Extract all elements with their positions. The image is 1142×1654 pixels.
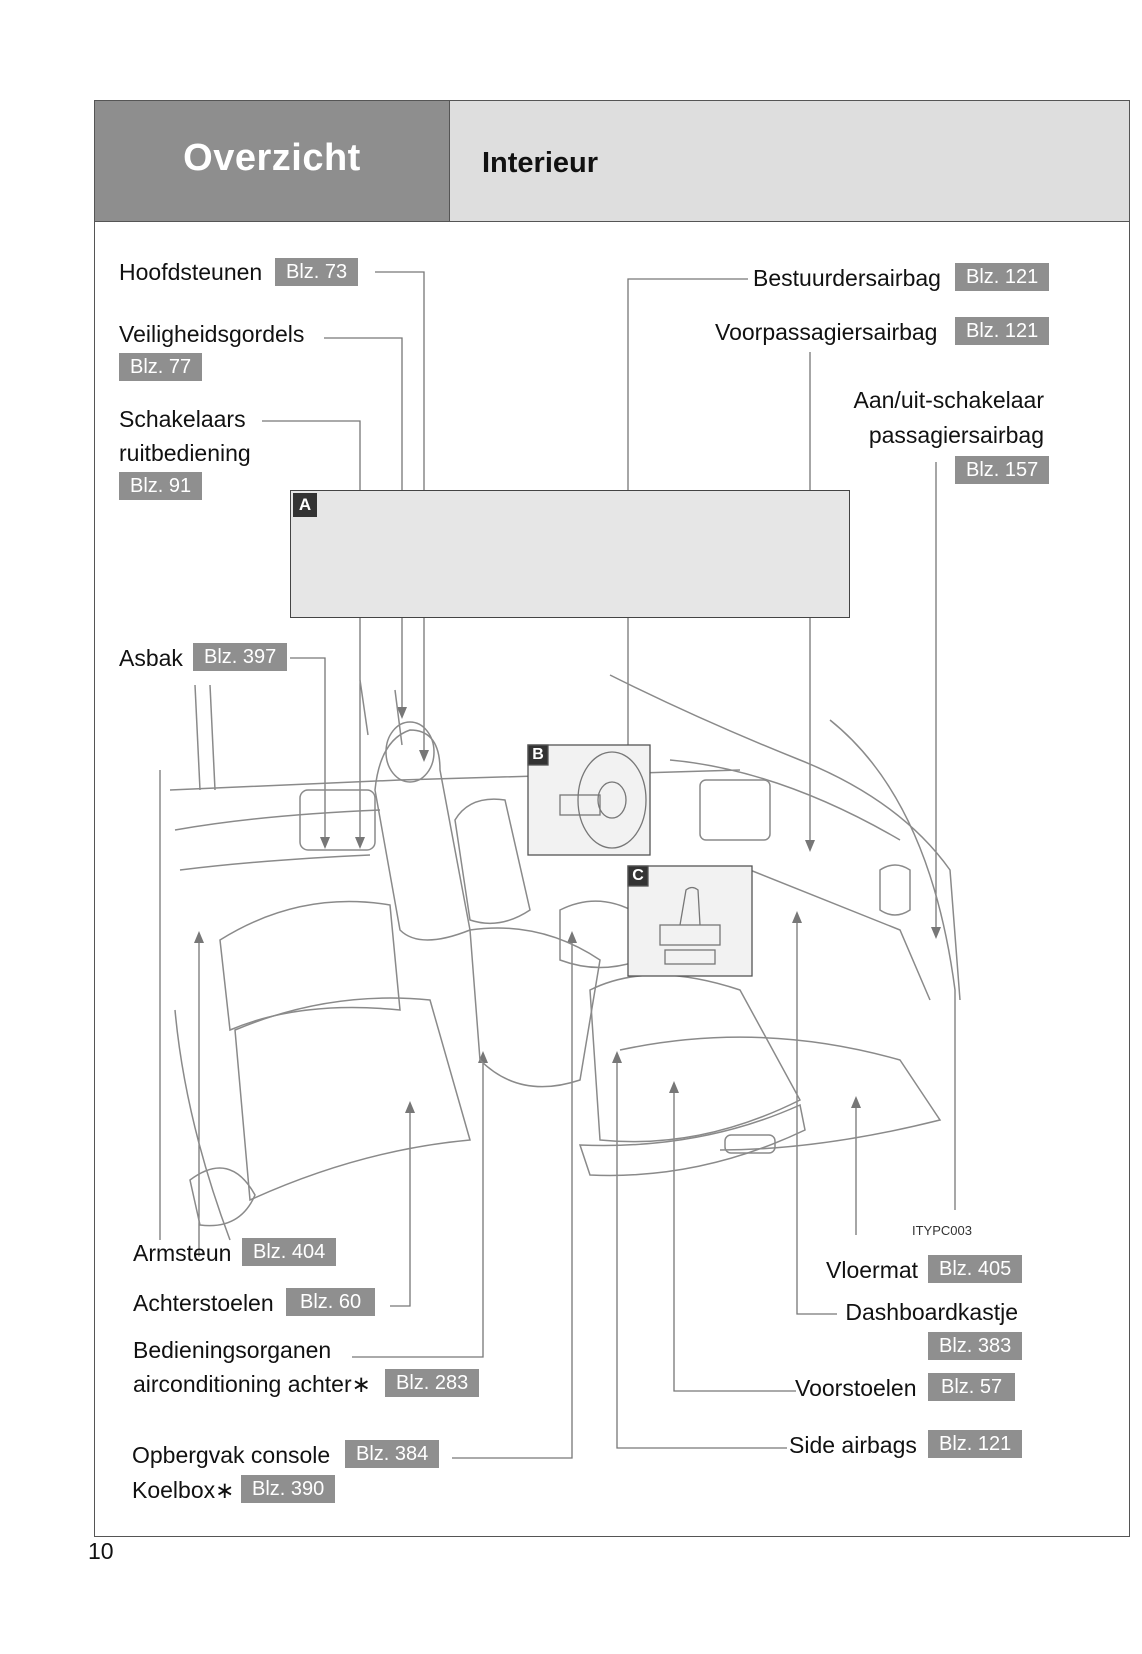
label-schakelaars-line1: Schakelaars <box>119 406 246 432</box>
page-ref-hoofdsteunen[interactable]: Blz. 73 <box>275 258 359 286</box>
detail-box-a: A <box>290 490 850 618</box>
page-ref-asbak[interactable]: Blz. 397 <box>193 643 288 671</box>
label-dashboardkastje: Dashboardkastje <box>845 1299 1018 1325</box>
page-ref-voorpassagiersairbag[interactable]: Blz. 121 <box>955 317 1050 345</box>
page-ref-veiligheidsgordels[interactable]: Blz. 77 <box>119 353 203 381</box>
label-veiligheidsgordels: Veiligheidsgordels <box>119 321 305 347</box>
box-c-key: C <box>632 867 644 884</box>
leader-schakelaars <box>262 420 361 845</box>
label-opbergvak: Opbergvak console <box>132 1442 331 1468</box>
label-voorstoelen: Voorstoelen <box>795 1375 917 1401</box>
box-a-key: A <box>293 493 317 517</box>
page-ref-bedieningsorganen[interactable]: Blz. 283 <box>385 1369 480 1397</box>
vehicle-interior-sketch <box>159 674 961 1241</box>
page-ref-opbergvak[interactable]: Blz. 384 <box>345 1440 440 1468</box>
label-sideairbags: Side airbags <box>789 1432 917 1458</box>
page-ref-armsteun[interactable]: Blz. 404 <box>242 1238 337 1266</box>
label-hoofdsteunen: Hoofdsteunen <box>119 259 263 285</box>
inset-c <box>627 865 753 977</box>
page-ref-sideairbags[interactable]: Blz. 121 <box>928 1430 1023 1458</box>
image-code: ITYPC003 <box>912 1223 972 1238</box>
leader-voorstoelen <box>673 1085 796 1392</box>
label-koelbox: Koelbox∗ <box>132 1477 235 1503</box>
page-title: Interieur <box>482 147 599 179</box>
label-aanuit-line1: Aan/uit-schakelaar <box>853 387 1045 413</box>
label-achterstoelen: Achterstoelen <box>133 1290 274 1316</box>
page-frame <box>94 100 1130 1537</box>
leader-bedieningsorganen <box>352 1055 484 1358</box>
leader-lines <box>198 271 937 1459</box>
page-ref-koelbox[interactable]: Blz. 390 <box>241 1475 336 1503</box>
section-title: Overzicht <box>183 137 361 179</box>
leader-sideairbags <box>616 1055 787 1449</box>
label-bedieningsorganen-line1: Bedieningsorganen <box>133 1337 332 1363</box>
page-ref-achterstoelen[interactable]: Blz. 60 <box>286 1288 376 1316</box>
page-ref-vloermat[interactable]: Blz. 405 <box>928 1255 1023 1283</box>
inset-b <box>527 744 651 856</box>
section-header: Overzicht <box>95 101 450 222</box>
page-ref-bestuurdersairbag[interactable]: Blz. 121 <box>955 263 1050 291</box>
leader-asbak <box>290 657 326 845</box>
page-header: Interieur <box>450 101 1129 222</box>
page-ref-dashboardkastje[interactable]: Blz. 383 <box>928 1332 1023 1360</box>
label-aanuit-line2: passagiersairbag <box>868 422 1044 448</box>
box-b-key: B <box>532 746 544 763</box>
label-bestuurdersairbag: Bestuurdersairbag <box>753 265 941 291</box>
label-asbak: Asbak <box>119 645 183 671</box>
page-number: 10 <box>88 1538 114 1564</box>
leader-achterstoelen <box>390 1105 411 1307</box>
page-ref-voorstoelen[interactable]: Blz. 57 <box>928 1373 1016 1401</box>
page-ref-schakelaars[interactable]: Blz. 91 <box>119 472 203 500</box>
leader-dashboardkastje <box>796 915 837 1315</box>
leader-opbergvak <box>452 935 573 1459</box>
label-voorpassagiersairbag: Voorpassagiersairbag <box>715 319 938 345</box>
label-armsteun: Armsteun <box>133 1240 232 1266</box>
label-schakelaars-line2: ruitbediening <box>119 440 251 466</box>
leader-bestuurdersairbag <box>627 278 748 798</box>
label-bedieningsorganen-line2: airconditioning achter∗ <box>133 1371 371 1397</box>
label-vloermat: Vloermat <box>826 1257 919 1283</box>
page-ref-aanuit[interactable]: Blz. 157 <box>955 456 1050 484</box>
